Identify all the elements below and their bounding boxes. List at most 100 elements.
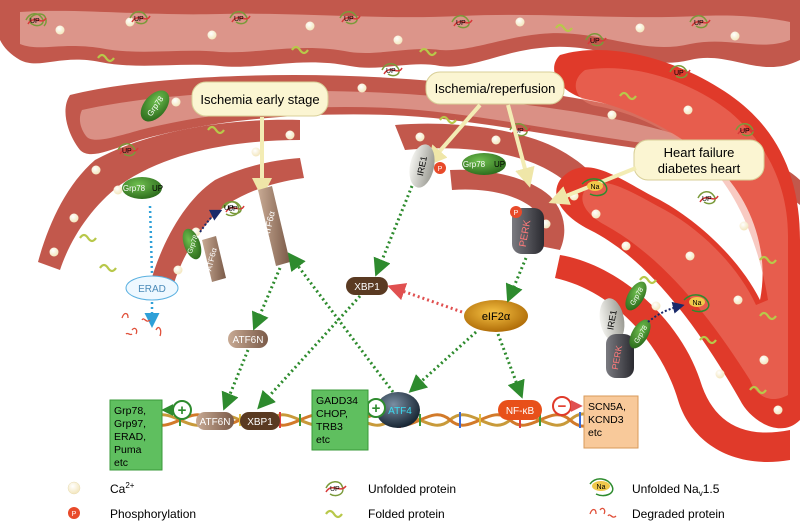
svg-text:UP: UP xyxy=(674,70,684,77)
svg-text:GADD34: GADD34 xyxy=(316,395,358,407)
svg-text:ATF6N: ATF6N xyxy=(200,417,231,428)
up-near-atf6: UP xyxy=(199,201,240,233)
svg-text:UP: UP xyxy=(740,128,750,135)
svg-text:UP: UP xyxy=(30,18,40,25)
callout-heart-failure: Heart failure diabetes heart xyxy=(548,139,765,205)
svg-text:ERAD,: ERAD, xyxy=(114,431,146,443)
erad-group: ERAD xyxy=(121,205,179,337)
nfkb-on-dna: NF-κB xyxy=(498,400,542,420)
svg-text:Phosphorylation: Phosphorylation xyxy=(110,507,196,521)
xbp1-protein: XBP1 xyxy=(346,277,388,295)
er-cisterna-lower-right xyxy=(555,255,790,462)
svg-text:ATF4: ATF4 xyxy=(388,406,412,417)
svg-text:Grp97,: Grp97, xyxy=(114,418,146,430)
inhibition-sign-nfkb: − xyxy=(552,396,583,416)
er-cisterna-left xyxy=(38,119,300,270)
er-cisterna-left-inner xyxy=(150,158,304,290)
folded-proteins xyxy=(79,23,777,395)
svg-text:UP: UP xyxy=(228,206,238,213)
svg-text:UP: UP xyxy=(122,148,132,155)
svg-text:PERK: PERK xyxy=(518,219,534,248)
svg-text:Na: Na xyxy=(597,484,606,491)
svg-text:UP: UP xyxy=(494,160,505,169)
legend-unfolded-protein: UP Unfolded protein xyxy=(325,481,456,497)
svg-text:PERK: PERK xyxy=(610,345,624,371)
svg-text:XBP1: XBP1 xyxy=(354,282,380,293)
perk-receptor: PERK P xyxy=(510,206,544,254)
callout-heart-failure-line1: Heart failure xyxy=(664,145,735,160)
svg-text:Unfolded protein: Unfolded protein xyxy=(368,482,456,496)
unfolded-proteins: UP UP UP UP UP UP UP UP UP UP UP UP UP U… xyxy=(25,11,757,215)
svg-text:CHOP,: CHOP, xyxy=(316,408,348,420)
svg-text:P: P xyxy=(438,166,443,173)
xbp1-on-dna: XBP1 xyxy=(240,412,280,430)
svg-text:UP: UP xyxy=(152,184,163,193)
degraded-protein-fragments xyxy=(121,312,162,337)
svg-text:UP: UP xyxy=(344,16,354,23)
svg-text:eIF2α: eIF2α xyxy=(482,311,511,323)
svg-text:Grp78: Grp78 xyxy=(463,160,486,169)
atf6n-on-dna: ATF6N xyxy=(196,412,234,430)
legend-phosphorylation: P Phosphorylation xyxy=(68,507,196,521)
atf6-alpha-membrane: ATF6α xyxy=(258,186,290,266)
svg-text:−: − xyxy=(558,398,567,415)
svg-text:NF-κB: NF-κB xyxy=(506,406,535,417)
svg-text:UP: UP xyxy=(694,20,704,27)
signaling-arrows xyxy=(221,185,528,411)
atf6-target-genes-box: Grp78, Grp97, ERAD, Puma etc xyxy=(109,399,163,471)
unfolded-nav-protein: Na xyxy=(581,178,608,197)
callout-ischemia-reperfusion-text: Ischemia/reperfusion xyxy=(435,81,556,96)
legend-unfolded-nav: Na Unfolded Nav1.5 xyxy=(589,478,720,498)
svg-text:Puma: Puma xyxy=(114,444,142,456)
svg-text:IRE1: IRE1 xyxy=(605,309,618,330)
grp78-up-complex-left: Grp78 UP xyxy=(122,177,163,199)
svg-text:UP: UP xyxy=(386,68,396,75)
callout-heart-failure-line2: diabetes heart xyxy=(658,161,741,176)
svg-text:XBP1: XBP1 xyxy=(247,417,273,428)
atf4-on-dna: ATF4 xyxy=(376,392,420,428)
svg-text:P: P xyxy=(514,210,519,217)
svg-text:ATF6N: ATF6N xyxy=(233,335,264,346)
svg-text:UP: UP xyxy=(134,16,144,23)
perk-receptor-right: PERK Grp78 Na xyxy=(606,294,710,378)
callout-ischemia-early: Ischemia early stage xyxy=(191,81,329,198)
svg-text:UP: UP xyxy=(234,16,244,23)
legend-folded-protein: Folded protein xyxy=(325,507,445,521)
svg-text:Folded protein: Folded protein xyxy=(368,507,445,521)
er-cisterna-center xyxy=(395,123,611,225)
legend-calcium: Ca2+ xyxy=(67,481,135,496)
nfkb-target-genes-box: SCN5A, KCND3 etc xyxy=(583,395,639,449)
grp78-up-complex-right: Grp78 UP xyxy=(462,153,506,175)
grp78-complex-top: Grp78 xyxy=(140,90,170,122)
svg-text:Grp78,: Grp78, xyxy=(114,405,146,417)
calcium-ions xyxy=(49,17,783,415)
activation-sign-atf6: + xyxy=(161,400,192,420)
svg-text:Ca2+: Ca2+ xyxy=(110,481,135,496)
svg-text:UP: UP xyxy=(590,38,600,45)
eif2a-protein: eIF2α xyxy=(464,300,528,332)
svg-text:SCN5A,: SCN5A, xyxy=(588,401,626,413)
grp78-atf6-complex: Grp78 ATF6α xyxy=(182,228,226,282)
legend: Ca2+ P Phosphorylation UP Unfolded prote… xyxy=(67,478,725,521)
svg-text:P: P xyxy=(72,511,77,518)
svg-text:KCND3: KCND3 xyxy=(588,414,624,426)
svg-text:ERAD: ERAD xyxy=(138,284,166,295)
callout-ischemia-reperfusion: Ischemia/reperfusion xyxy=(425,71,565,188)
svg-text:Unfolded Nav1.5: Unfolded Nav1.5 xyxy=(632,482,720,498)
legend-degraded-protein: Degraded protein xyxy=(589,507,725,521)
callout-ischemia-early-text: Ischemia early stage xyxy=(200,92,319,107)
svg-text:UP: UP xyxy=(224,205,234,212)
ire1-receptor-right: IRE1 Grp78 xyxy=(599,281,647,342)
ire1-receptor: IRE1 P xyxy=(409,144,446,188)
er-cisterna-center-inner xyxy=(450,169,565,250)
svg-text:UP: UP xyxy=(702,196,712,203)
er-lumen-top xyxy=(20,10,790,53)
svg-text:UP: UP xyxy=(456,20,466,27)
svg-text:+: + xyxy=(372,400,381,417)
svg-text:Na: Na xyxy=(693,300,702,307)
svg-text:etc: etc xyxy=(588,427,602,439)
svg-text:Na: Na xyxy=(591,184,600,191)
svg-text:IRE1: IRE1 xyxy=(415,155,429,177)
atf6n-protein: ATF6N xyxy=(228,330,268,348)
